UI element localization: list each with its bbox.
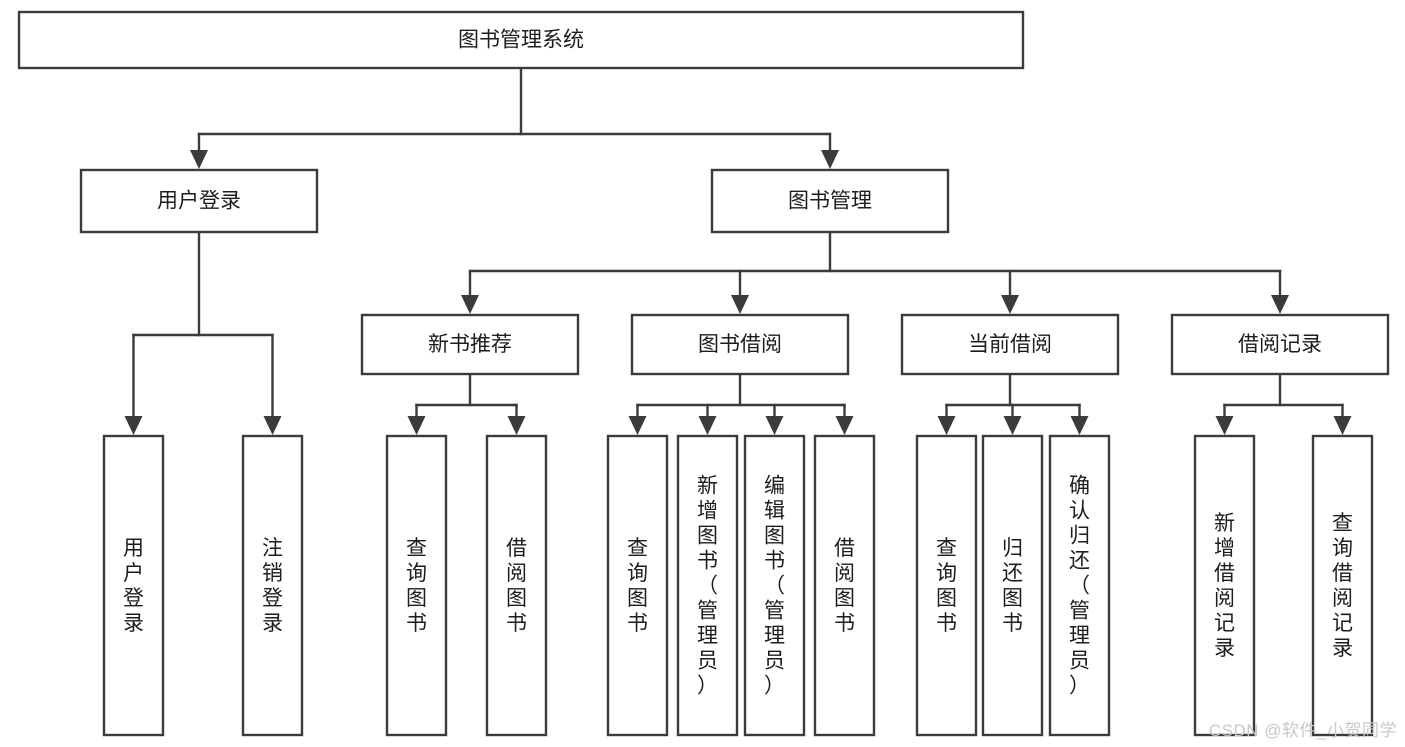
- node-leaf_user_login[interactable]: 用户登录: [102, 434, 165, 737]
- node-box[interactable]: [743, 434, 806, 737]
- node-box[interactable]: [102, 434, 165, 737]
- node-label: 查询图书: [936, 537, 957, 635]
- arrow-head-icon: [1333, 416, 1352, 435]
- node-label: 归还图书: [1002, 537, 1023, 635]
- connector-group: [124, 230, 282, 435]
- node-leaf_add_book[interactable]: 新增图书（管理员）: [676, 434, 739, 737]
- node-layer: 图书管理系统用户登录图书管理新书推荐图书借阅当前借阅借阅记录用户登录注销登录查询…: [17, 10, 1390, 737]
- arrow-head-icon: [1215, 416, 1234, 435]
- node-leaf_logout[interactable]: 注销登录: [241, 434, 304, 737]
- connector-layer: [124, 66, 1352, 435]
- node-box[interactable]: [1170, 313, 1390, 376]
- node-user_login[interactable]: 用户登录: [79, 168, 319, 234]
- node-box[interactable]: [1193, 434, 1256, 737]
- node-box[interactable]: [1311, 434, 1374, 737]
- connector-group: [407, 372, 526, 435]
- node-leaf_query_book_b[interactable]: 查询图书: [606, 434, 669, 737]
- connector-group: [628, 372, 854, 435]
- arrow-head-icon: [461, 295, 479, 314]
- arrow-head-icon: [1001, 295, 1019, 314]
- arrow-head-icon: [407, 416, 426, 435]
- node-box[interactable]: [79, 168, 319, 234]
- node-box[interactable]: [710, 168, 950, 234]
- node-label: 新增借阅记录: [1214, 512, 1235, 660]
- node-box[interactable]: [981, 434, 1044, 737]
- arrow-head-icon: [835, 416, 854, 435]
- node-leaf_add_record[interactable]: 新增借阅记录: [1193, 434, 1256, 737]
- connector-group: [190, 66, 839, 169]
- node-leaf_edit_book[interactable]: 编辑图书（管理员）: [743, 434, 806, 737]
- arrow-head-icon: [731, 295, 749, 314]
- arrow-head-icon: [190, 150, 208, 169]
- arrow-head-icon: [1003, 416, 1022, 435]
- node-label: 图书管理: [788, 190, 872, 213]
- node-label: 用户登录: [123, 537, 144, 635]
- arrow-head-icon: [628, 416, 647, 435]
- node-book_mgmt[interactable]: 图书管理: [710, 168, 950, 234]
- node-new_book_rec[interactable]: 新书推荐: [360, 313, 580, 376]
- node-leaf_borrow_book_b[interactable]: 借阅图书: [813, 434, 876, 737]
- node-leaf_query_book_c[interactable]: 查询图书: [915, 434, 978, 737]
- node-leaf_query_record[interactable]: 查询借阅记录: [1311, 434, 1374, 737]
- node-label: 查询图书: [627, 537, 648, 635]
- node-box[interactable]: [241, 434, 304, 737]
- arrow-head-icon: [765, 416, 784, 435]
- node-box[interactable]: [360, 313, 580, 376]
- node-root[interactable]: 图书管理系统: [17, 10, 1025, 70]
- node-label: 图书借阅: [698, 333, 782, 356]
- node-box[interactable]: [900, 313, 1120, 376]
- node-leaf_confirm_return[interactable]: 确认归还（管理员）: [1048, 434, 1111, 737]
- node-label: 新书推荐: [428, 333, 512, 356]
- node-borrow_record[interactable]: 借阅记录: [1170, 313, 1390, 376]
- node-label: 图书管理系统: [458, 29, 584, 52]
- arrow-head-icon: [1271, 295, 1289, 314]
- node-box[interactable]: [17, 10, 1025, 70]
- watermark-text: CSDN @软件_小贺同学: [1208, 721, 1397, 740]
- arrow-head-icon: [821, 150, 839, 169]
- node-label: 确认归还（管理员）: [1069, 475, 1090, 698]
- node-box[interactable]: [915, 434, 978, 737]
- arrow-head-icon: [263, 416, 282, 435]
- connector-group: [937, 372, 1089, 435]
- node-label: 查询借阅记录: [1332, 512, 1353, 660]
- node-label: 查询图书: [406, 537, 427, 635]
- connector-group: [461, 230, 1289, 314]
- node-leaf_return_book[interactable]: 归还图书: [981, 434, 1044, 737]
- node-box[interactable]: [1048, 434, 1111, 737]
- node-label: 注销登录: [262, 537, 283, 635]
- node-box[interactable]: [606, 434, 669, 737]
- node-book_borrow[interactable]: 图书借阅: [630, 313, 850, 376]
- node-current_borrow[interactable]: 当前借阅: [900, 313, 1120, 376]
- arrow-head-icon: [124, 416, 143, 435]
- node-label: 借阅记录: [1238, 333, 1322, 356]
- node-box[interactable]: [485, 434, 548, 737]
- node-label: 借阅图书: [834, 537, 855, 635]
- node-leaf_borrow_book_a[interactable]: 借阅图书: [485, 434, 548, 737]
- node-leaf_query_book_a[interactable]: 查询图书: [385, 434, 448, 737]
- node-label: 新增图书（管理员）: [697, 475, 718, 698]
- node-label: 编辑图书（管理员）: [764, 475, 785, 698]
- arrow-head-icon: [507, 416, 526, 435]
- connector-group: [1215, 372, 1352, 435]
- node-box[interactable]: [813, 434, 876, 737]
- node-label: 用户登录: [157, 190, 241, 213]
- node-label: 借阅图书: [506, 537, 527, 635]
- arrow-head-icon: [698, 416, 717, 435]
- arrow-head-icon: [937, 416, 956, 435]
- node-box[interactable]: [630, 313, 850, 376]
- node-box[interactable]: [385, 434, 448, 737]
- arrow-head-icon: [1070, 416, 1089, 435]
- node-box[interactable]: [676, 434, 739, 737]
- node-label: 当前借阅: [968, 333, 1052, 356]
